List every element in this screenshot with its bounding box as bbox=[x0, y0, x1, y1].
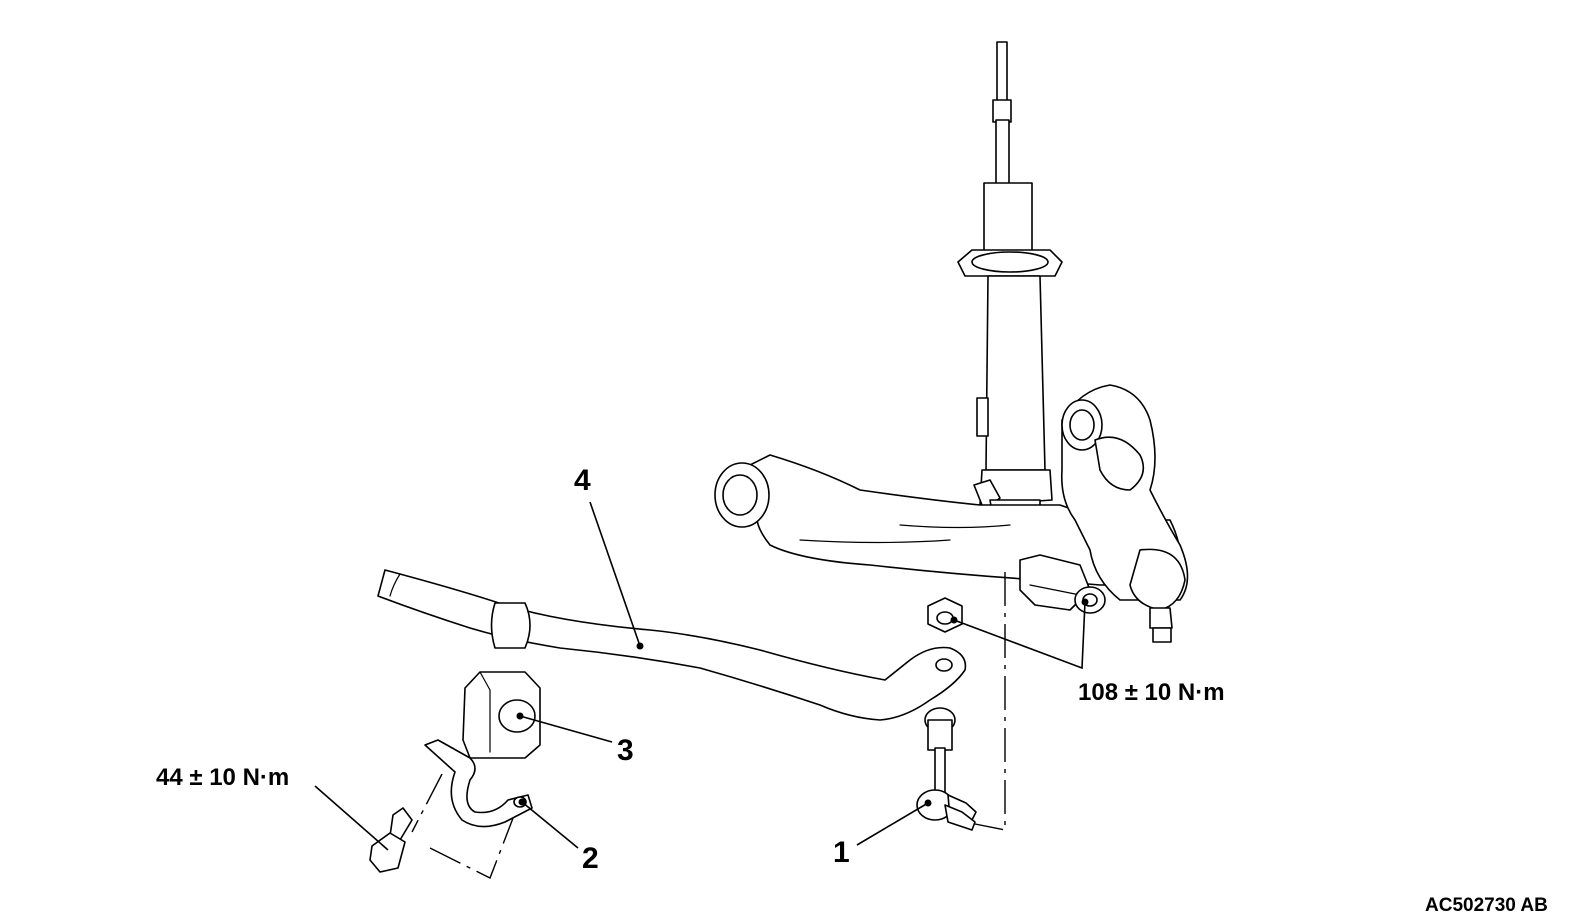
lower-arm bbox=[714, 454, 1183, 586]
callout-4: 4 bbox=[574, 464, 591, 497]
figure-code: AC502730 AB bbox=[1425, 895, 1548, 916]
callout-3: 3 bbox=[617, 734, 634, 767]
callout-1: 1 bbox=[833, 836, 850, 869]
leader-lines bbox=[314, 501, 1089, 851]
steering-knuckle bbox=[1019, 384, 1189, 643]
assembly-lines bbox=[411, 572, 1006, 879]
shock-absorber bbox=[957, 41, 1063, 531]
self-locking-nut bbox=[927, 597, 963, 633]
callout-2: 2 bbox=[582, 842, 599, 875]
stabilizer-bushing bbox=[462, 671, 541, 759]
torque-label-link-nuts: 108 ± 10 N·m bbox=[1078, 679, 1225, 706]
stabilizer-bar bbox=[377, 569, 967, 721]
torque-label-bracket-bolt: 44 ± 10 N·m bbox=[156, 764, 289, 791]
stabilizer-link bbox=[916, 707, 977, 831]
